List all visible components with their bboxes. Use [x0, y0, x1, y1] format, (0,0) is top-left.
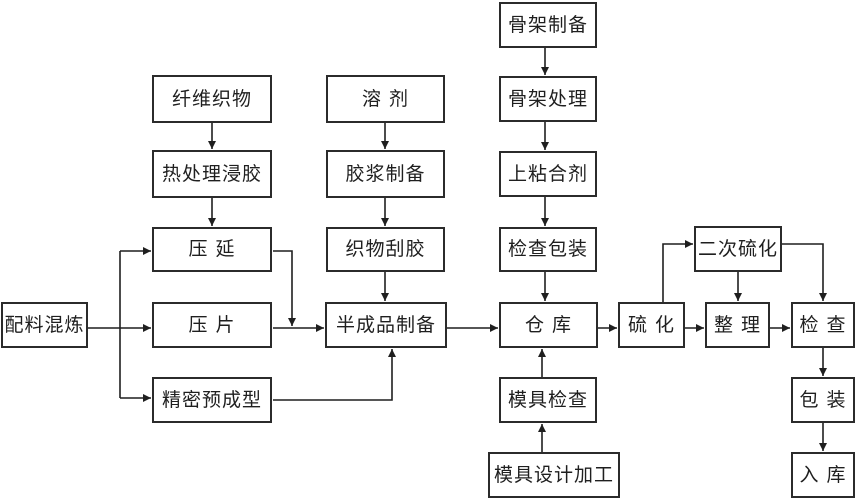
node-erci-liuhua: 二次硫化 — [694, 226, 782, 272]
node-rechuli-jinjiao: 热处理浸胶 — [152, 150, 272, 198]
node-liuhua: 硫 化 — [618, 302, 685, 348]
node-muju-sheji-jiagong: 模具设计加工 — [488, 452, 620, 498]
node-peiliao-hunlian: 配料混炼 — [1, 302, 88, 348]
node-gujia-zhibei: 骨架制备 — [499, 2, 597, 48]
node-xianwei-zhiwu: 纤维织物 — [152, 75, 272, 123]
node-rongji: 溶 剂 — [326, 75, 445, 123]
edge-jingmi-banchengpin — [273, 349, 396, 401]
node-zhiwu-guajiao: 织物刮胶 — [326, 227, 445, 272]
node-jiancha-baozhuang: 检查包装 — [499, 227, 597, 272]
node-muju-jiancha: 模具检查 — [499, 377, 597, 423]
node-shang-nianheji: 上粘合剂 — [499, 151, 597, 197]
node-banchengpin-zhibei: 半成品制备 — [325, 302, 447, 348]
edge-liuhua-erciliuhua — [662, 240, 693, 302]
node-baozhuang: 包 装 — [791, 377, 855, 423]
node-jiancha: 检 查 — [791, 302, 855, 348]
node-yayan: 压 延 — [152, 227, 272, 272]
edge-yayan-banchengpin — [273, 250, 296, 326]
node-gujia-chuli: 骨架处理 — [499, 76, 597, 122]
node-zhengli: 整 理 — [705, 302, 770, 348]
node-jingmi-yuchengxing: 精密预成型 — [152, 377, 272, 423]
node-ruku: 入 库 — [791, 452, 855, 498]
node-yapian: 压 片 — [152, 302, 272, 348]
node-jiaojiang-zhibei: 胶浆制备 — [326, 150, 445, 198]
node-cangku: 仓 库 — [499, 302, 598, 348]
edge-erciliuhua-jiancha — [782, 243, 827, 301]
